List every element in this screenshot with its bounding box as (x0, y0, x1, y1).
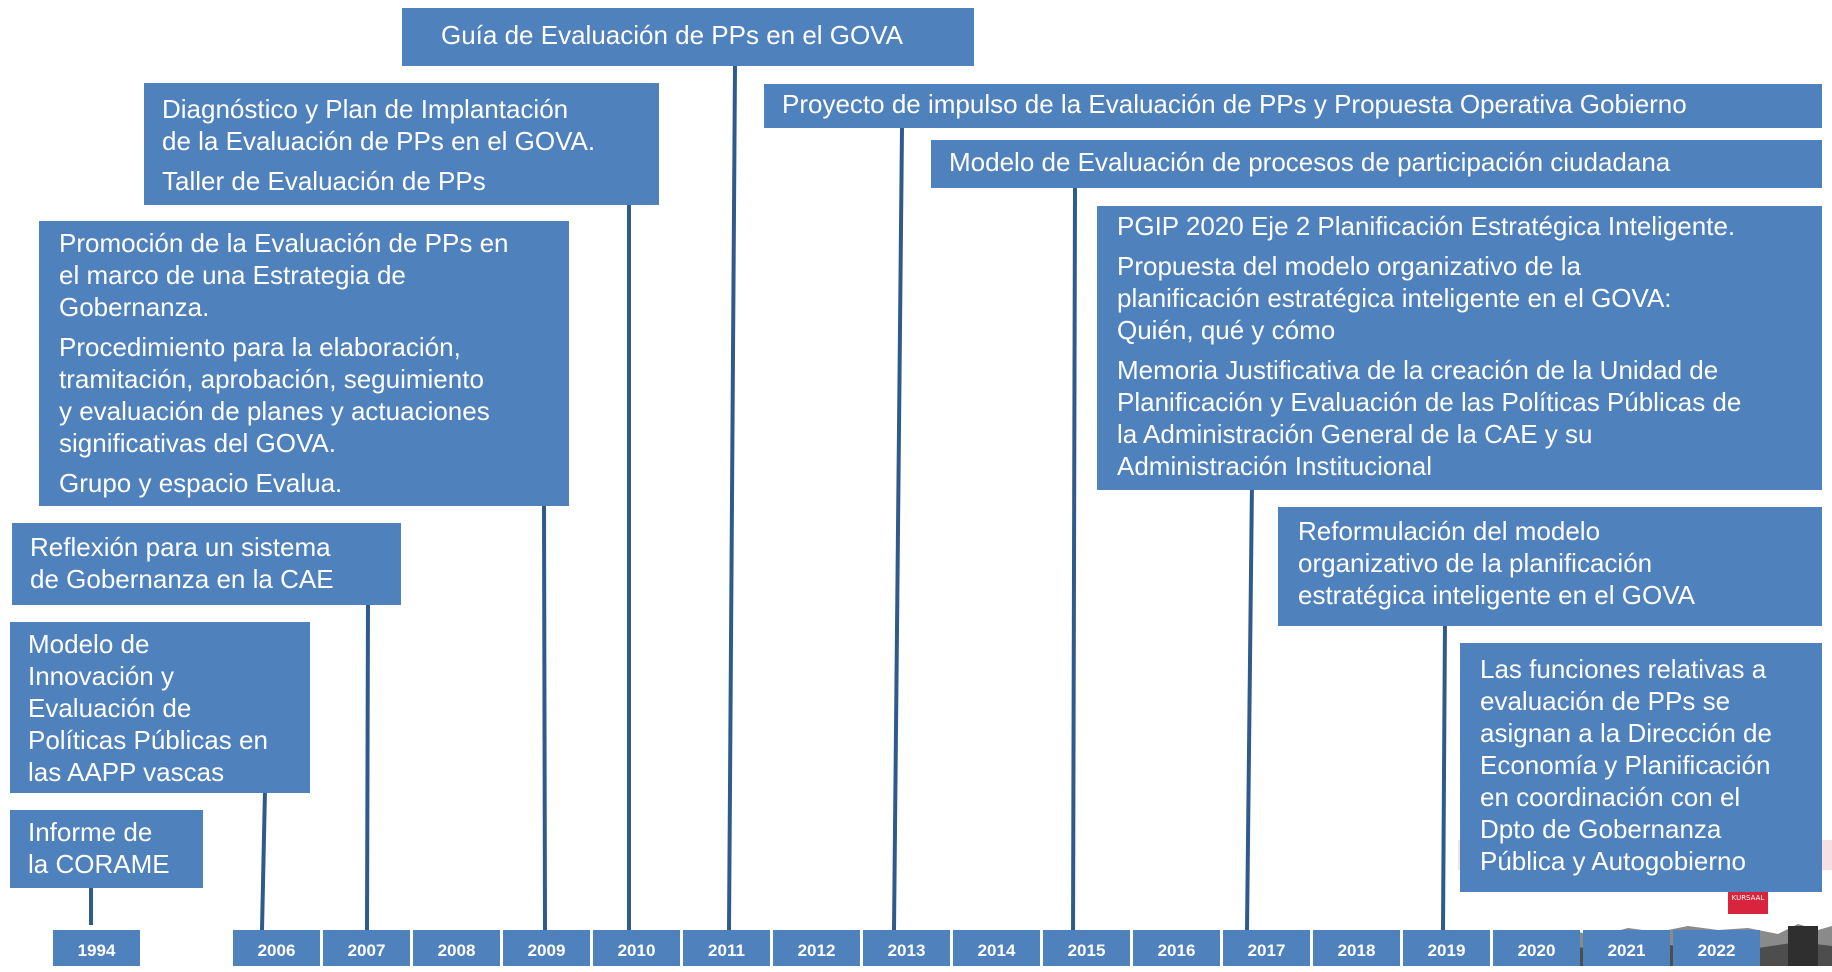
event-modelo-participacion: Modelo de Evaluación de procesos de part… (931, 140, 1822, 188)
connector-2006 (260, 789, 267, 931)
connector-2017 (1245, 481, 1254, 931)
year-label: 2022 (1673, 930, 1760, 966)
event-text: Reflexión para un sistema de Gobernanza … (30, 532, 334, 594)
year-label: 2017 (1223, 930, 1310, 966)
event-text: Promoción de la Evaluación de PPs en el … (59, 228, 509, 322)
year-label: 1994 (53, 930, 140, 966)
event-text: Procedimiento para la elaboración, trami… (59, 332, 490, 458)
event-reflexion-gobernanza: Reflexión para un sistema de Gobernanza … (12, 523, 401, 605)
svg-text:KURSAAL: KURSAAL (1732, 894, 1765, 902)
connector-2011 (727, 65, 737, 931)
year-label: 2012 (773, 930, 860, 966)
year-label: 2007 (323, 930, 410, 966)
event-text: Proyecto de impulso de la Evaluación de … (782, 89, 1687, 119)
event-text: Modelo de Innovación y Evaluación de Pol… (28, 629, 268, 787)
year-label: 2021 (1583, 930, 1670, 966)
year-label: 2015 (1043, 930, 1130, 966)
event-text: Modelo de Evaluación de procesos de part… (949, 147, 1671, 177)
event-reformulacion-modelo: Reformulación del modelo organizativo de… (1278, 507, 1822, 626)
year-label: 2008 (413, 930, 500, 966)
year-label: 2020 (1493, 930, 1580, 966)
event-text: Reformulación del modelo organizativo de… (1298, 516, 1695, 610)
year-label: 2019 (1403, 930, 1490, 966)
connector-2015 (1071, 187, 1077, 946)
event-modelo-innovacion: Modelo de Innovación y Evaluación de Pol… (10, 622, 310, 793)
event-text: Guía de Evaluación de PPs en el GOVA (441, 20, 904, 50)
connector-2019 (1441, 619, 1447, 931)
year-label: 2013 (863, 930, 950, 966)
event-funciones-direccion: Las funciones relativas a evaluación de … (1460, 643, 1822, 892)
event-pgip-2020: PGIP 2020 Eje 2 Planificación Estratégic… (1097, 206, 1822, 490)
event-text: Diagnóstico y Plan de Implantación de la… (162, 94, 596, 156)
year-label: 2010 (593, 930, 680, 966)
year-label: 2014 (953, 930, 1040, 966)
year-label: 2006 (233, 930, 320, 966)
connector-2013 (892, 127, 904, 931)
event-text: Propuesta del modelo organizativo de la … (1117, 251, 1672, 345)
year-label: 2011 (683, 930, 770, 966)
event-informe-corame: Informe de la CORAME (10, 810, 203, 888)
year-label: 2009 (503, 930, 590, 966)
year-label: 2016 (1133, 930, 1220, 966)
event-diagnostico-plan: Diagnóstico y Plan de Implantación de la… (144, 83, 659, 205)
event-text: Taller de Evaluación de PPs (162, 166, 486, 196)
event-text: Las funciones relativas a evaluación de … (1480, 654, 1772, 876)
event-text: Informe de la CORAME (28, 817, 170, 879)
connector-2009 (542, 505, 547, 931)
event-guia-evaluacion: Guía de Evaluación de PPs en el GOVA (402, 8, 974, 66)
year-label: 2018 (1313, 930, 1400, 966)
event-text: Grupo y espacio Evalua. (59, 468, 343, 498)
event-proyecto-impulso: Proyecto de impulso de la Evaluación de … (764, 84, 1822, 128)
connector-2007 (365, 599, 370, 931)
event-text: Memoria Justificativa de la creación de … (1117, 355, 1742, 481)
event-promocion-evaluacion: Promoción de la Evaluación de PPs en el … (39, 221, 569, 506)
event-text: PGIP 2020 Eje 2 Planificación Estratégic… (1117, 211, 1736, 241)
